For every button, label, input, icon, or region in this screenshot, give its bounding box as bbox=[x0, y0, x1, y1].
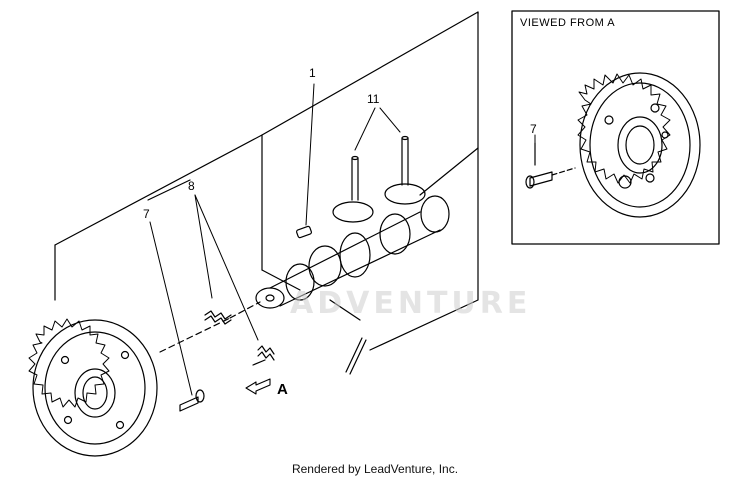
bolt-part bbox=[179, 389, 205, 412]
footer-credit: Rendered by LeadVenture, Inc. bbox=[291, 462, 459, 476]
camshaft bbox=[159, 195, 450, 353]
inset-bolt bbox=[525, 142, 576, 189]
key-part bbox=[296, 225, 312, 239]
callout-11: 11 bbox=[367, 92, 380, 106]
main-gear bbox=[28, 318, 158, 457]
watermark: ADVENTURE bbox=[290, 286, 532, 321]
valve-lifters bbox=[332, 135, 426, 223]
callout-1: 1 bbox=[309, 66, 316, 80]
callout-7: 7 bbox=[143, 207, 150, 221]
callout-8: 8 bbox=[188, 179, 195, 193]
view-a-label: A bbox=[277, 381, 288, 398]
inset-callout-7: 7 bbox=[530, 122, 537, 136]
leader-lines bbox=[149, 83, 536, 396]
inset-gear bbox=[577, 72, 701, 218]
spring-fasteners bbox=[204, 310, 275, 366]
inset-frame bbox=[511, 10, 720, 245]
assembly-frame bbox=[54, 11, 479, 351]
pin-part bbox=[329, 299, 367, 375]
view-a-arrow-icon bbox=[245, 378, 271, 395]
inset-title: VIEWED FROM A bbox=[520, 17, 615, 29]
